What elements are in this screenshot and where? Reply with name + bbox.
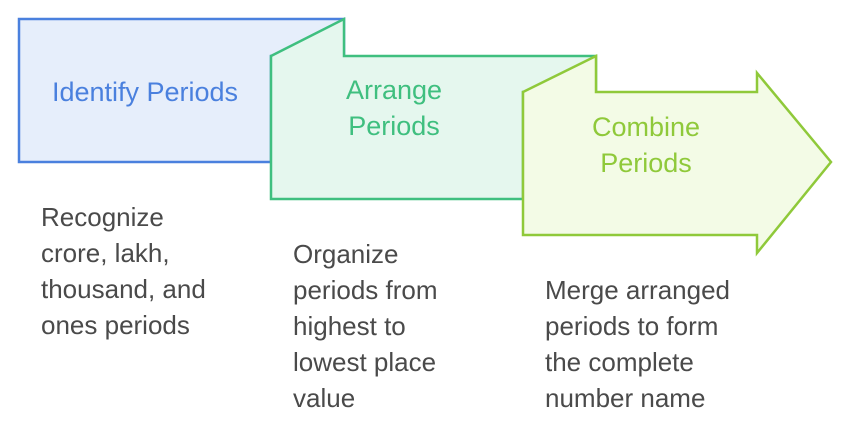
step-title-line: Periods (600, 148, 692, 178)
step-identify-title: Identify Periods (52, 77, 238, 107)
step-arrange-description: Organize periods from highest to lowest … (293, 239, 438, 413)
step-identify-description: Recognize crore, lakh, thousand, and one… (41, 202, 206, 340)
step-combine-arrow (521, 53, 833, 257)
step-title-line: Identify Periods (52, 77, 238, 107)
step-title-line: Periods (348, 111, 440, 141)
step-title-line: Combine (592, 112, 700, 142)
step-combine-description: Merge arranged periods to form the compl… (545, 275, 730, 413)
step-title-line: Arrange (346, 75, 442, 105)
